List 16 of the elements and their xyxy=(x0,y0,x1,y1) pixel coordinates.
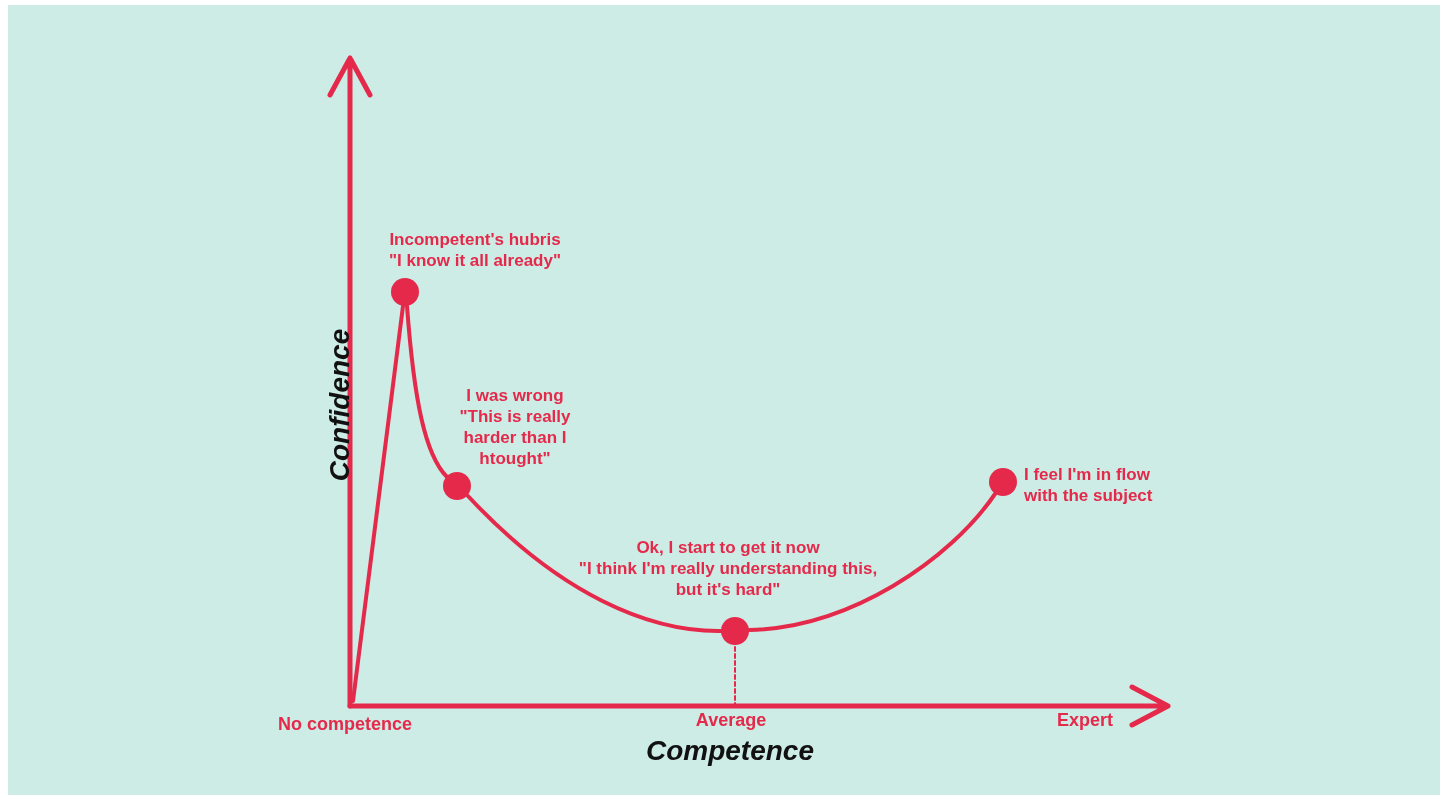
axis-tick-label: No competence xyxy=(278,714,412,735)
axis-tick-label: Average xyxy=(695,710,767,731)
point-label: "I think I'm really understanding this, but it's hard" xyxy=(578,558,878,600)
axis-tick-label: Expert xyxy=(1057,710,1113,731)
curve-segment xyxy=(405,304,449,479)
point-label: I was wrong xyxy=(465,385,565,406)
curve-segment xyxy=(747,492,997,632)
point-label: "This is really harder than I htought" xyxy=(458,406,572,469)
point-label: Incompetent's hubris xyxy=(388,229,562,250)
point-label: I feel I'm in flow with the subject xyxy=(1024,464,1154,506)
curve-segment xyxy=(466,494,723,633)
point-label: Ok, I start to get it now xyxy=(635,537,821,558)
point-label: "I know it all already" xyxy=(388,250,562,271)
curve-segment xyxy=(351,304,405,703)
axis-title: Competence xyxy=(646,735,814,767)
axis-title: Confidence xyxy=(324,328,356,482)
